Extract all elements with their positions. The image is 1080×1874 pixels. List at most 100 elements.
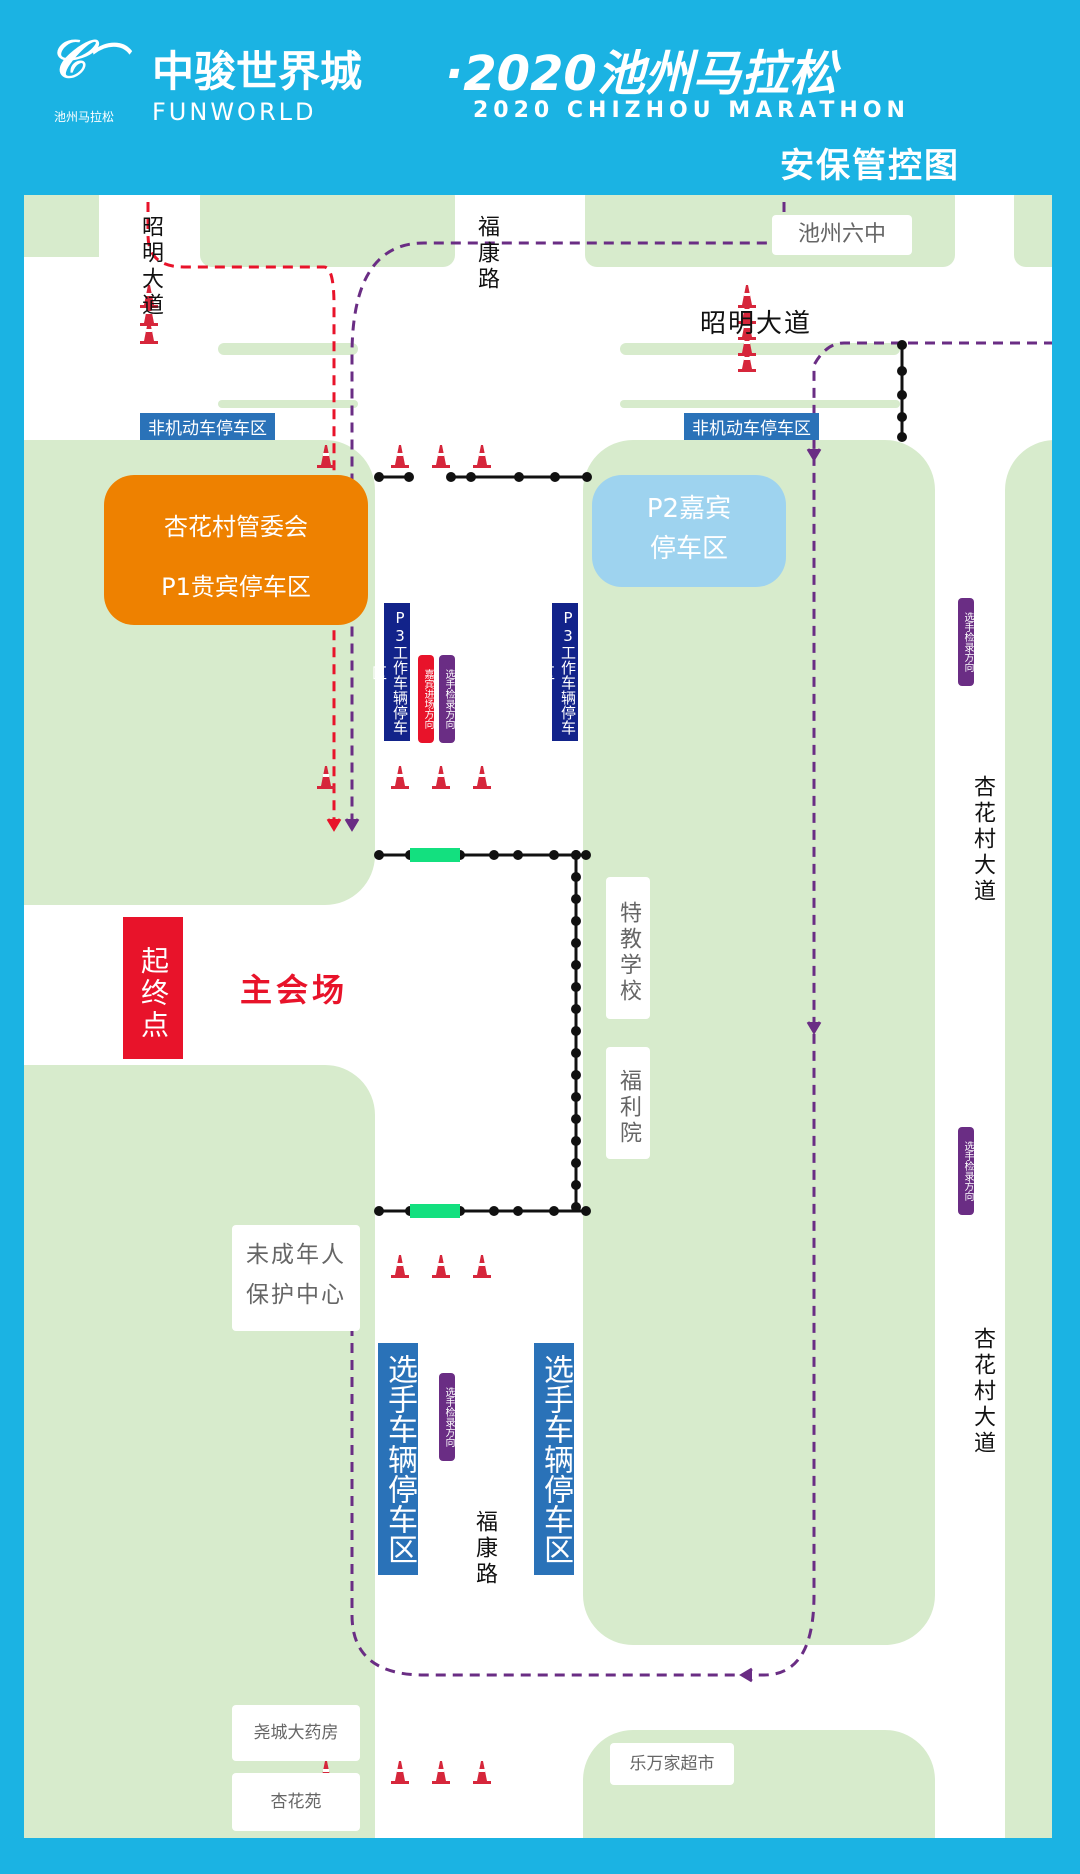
- gate: [410, 1204, 460, 1218]
- p2-line2: 停车区: [649, 534, 728, 564]
- barrier-post: [571, 1114, 581, 1124]
- barrier-post: [897, 412, 907, 422]
- traffic-cone-icon: [432, 1255, 450, 1278]
- traffic-cone-icon: [391, 1255, 409, 1278]
- event-title-en: 2020 CHIZHOU MARATHON: [473, 98, 910, 123]
- barrier-post: [549, 850, 559, 860]
- cone-stripe: [479, 1263, 485, 1266]
- road-median: [620, 343, 900, 355]
- cone-base: [432, 786, 450, 789]
- traffic-cone-icon: [317, 445, 335, 468]
- direction-arrow-icon: [326, 818, 342, 832]
- road-label-fukang-top: 福康路: [474, 215, 499, 293]
- cone-base: [391, 786, 409, 789]
- block: [24, 195, 99, 257]
- barrier-post: [514, 472, 524, 482]
- cone-stripe: [397, 1263, 403, 1266]
- map-subtitle: 安保管控图: [780, 146, 960, 186]
- barrier-post: [374, 472, 384, 482]
- road-label-xinghua-2: 杏花村大道: [970, 1327, 995, 1457]
- place-special-school: 特教学校: [606, 877, 650, 1019]
- place-supermarket: 乐万家超市: [610, 1743, 734, 1785]
- main-venue: 主会场: [240, 971, 349, 1009]
- start-finish: 起终点: [123, 917, 183, 1059]
- barrier-post: [489, 1206, 499, 1216]
- runner-checkin-tag: 选手检录方向: [439, 655, 455, 743]
- block: [200, 195, 455, 267]
- cone-stripe: [744, 309, 750, 312]
- cone-base: [432, 1275, 450, 1278]
- place-school6: 池州六中: [772, 215, 912, 255]
- runner-checkin-tag: 选手检录方向: [958, 1127, 974, 1215]
- logo-caption: 池州马拉松: [54, 110, 115, 124]
- p3-staff-parking-left: P3工作车辆停车区: [370, 603, 410, 741]
- traffic-cone-icon: [473, 1761, 491, 1784]
- barrier-post: [571, 1048, 581, 1058]
- traffic-cone-icon: [432, 1761, 450, 1784]
- barrier-post: [571, 850, 581, 860]
- p1-line1: 杏花村管委会: [164, 513, 308, 541]
- cone-stripe: [744, 325, 750, 328]
- p1-line2: P1贵宾停车区: [161, 573, 311, 601]
- logo: 𝒞⌒: [48, 30, 126, 90]
- traffic-cone-icon: [473, 445, 491, 468]
- cone-stripe: [323, 1769, 329, 1772]
- cone-stripe: [438, 774, 444, 777]
- cone-stripe: [744, 341, 750, 344]
- cone-base: [473, 465, 491, 468]
- barrier-post: [550, 472, 560, 482]
- sponsor-en: FUNWORLD: [152, 98, 317, 126]
- place-xinghuayuan: 杏花苑: [232, 1773, 360, 1831]
- sponsor-name: 中骏世界城: [152, 47, 363, 96]
- barrier-post: [571, 1092, 581, 1102]
- cone-base: [391, 1781, 409, 1784]
- barrier-post: [581, 850, 591, 860]
- road-median: [218, 400, 358, 408]
- guest-route: [146, 195, 336, 823]
- barrier-post: [571, 1202, 581, 1212]
- cone-stripe: [323, 453, 329, 456]
- cone-stripe: [744, 293, 750, 296]
- security-map: 昭明大道 福康路 昭明大道 杏花村大道 杏花村大道 福康路 池州六中 杏花村管委…: [24, 195, 1052, 1838]
- traffic-cone-icon: [432, 445, 450, 468]
- cone-stripe: [146, 293, 152, 296]
- cone-stripe: [146, 311, 152, 314]
- cone-stripe: [479, 774, 485, 777]
- traffic-cone-icon: [473, 766, 491, 789]
- cone-base: [391, 465, 409, 468]
- nonmotor-parking-right: 非机动车停车区: [684, 413, 819, 440]
- direction-arrow-icon: [344, 818, 360, 832]
- gate: [410, 848, 460, 862]
- nonmotor-parking-left: 非机动车停车区: [140, 413, 275, 440]
- barrier-post: [374, 850, 384, 860]
- road-median: [218, 343, 358, 355]
- cone-base: [140, 341, 158, 344]
- cone-base: [473, 786, 491, 789]
- barrier-post: [489, 850, 499, 860]
- guest-entry-tag: 嘉宾进场方向: [418, 655, 434, 743]
- barrier-post: [897, 390, 907, 400]
- barrier-post: [571, 872, 581, 882]
- p2-guest-parking: P2嘉宾 停车区: [592, 475, 786, 587]
- traffic-cone-icon: [391, 445, 409, 468]
- runner-parking-right: 选手车辆停车区: [534, 1343, 574, 1575]
- barrier-post: [571, 1180, 581, 1190]
- road-label-xinghua-1: 杏花村大道: [970, 775, 995, 905]
- runner-parking-left: 选手车辆停车区: [378, 1343, 418, 1575]
- cone-base: [473, 1275, 491, 1278]
- road-label-fukang-bottom: 福康路: [472, 1510, 497, 1588]
- cone-stripe: [397, 453, 403, 456]
- direction-arrow-icon: [806, 448, 822, 462]
- barrier-post: [466, 472, 476, 482]
- traffic-cone-icon: [391, 1761, 409, 1784]
- traffic-cone-icon: [432, 766, 450, 789]
- cone-base: [432, 1781, 450, 1784]
- traffic-cone-icon: [738, 349, 756, 372]
- runner-checkin-tag: 选手检录方向: [958, 598, 974, 686]
- barrier-post: [582, 472, 592, 482]
- traffic-cone-icon: [317, 766, 335, 789]
- cone-base: [317, 786, 335, 789]
- barrier-post: [513, 1206, 523, 1216]
- barrier-post: [374, 1206, 384, 1216]
- p3-staff-parking-right: P3工作车辆停车区: [538, 603, 578, 741]
